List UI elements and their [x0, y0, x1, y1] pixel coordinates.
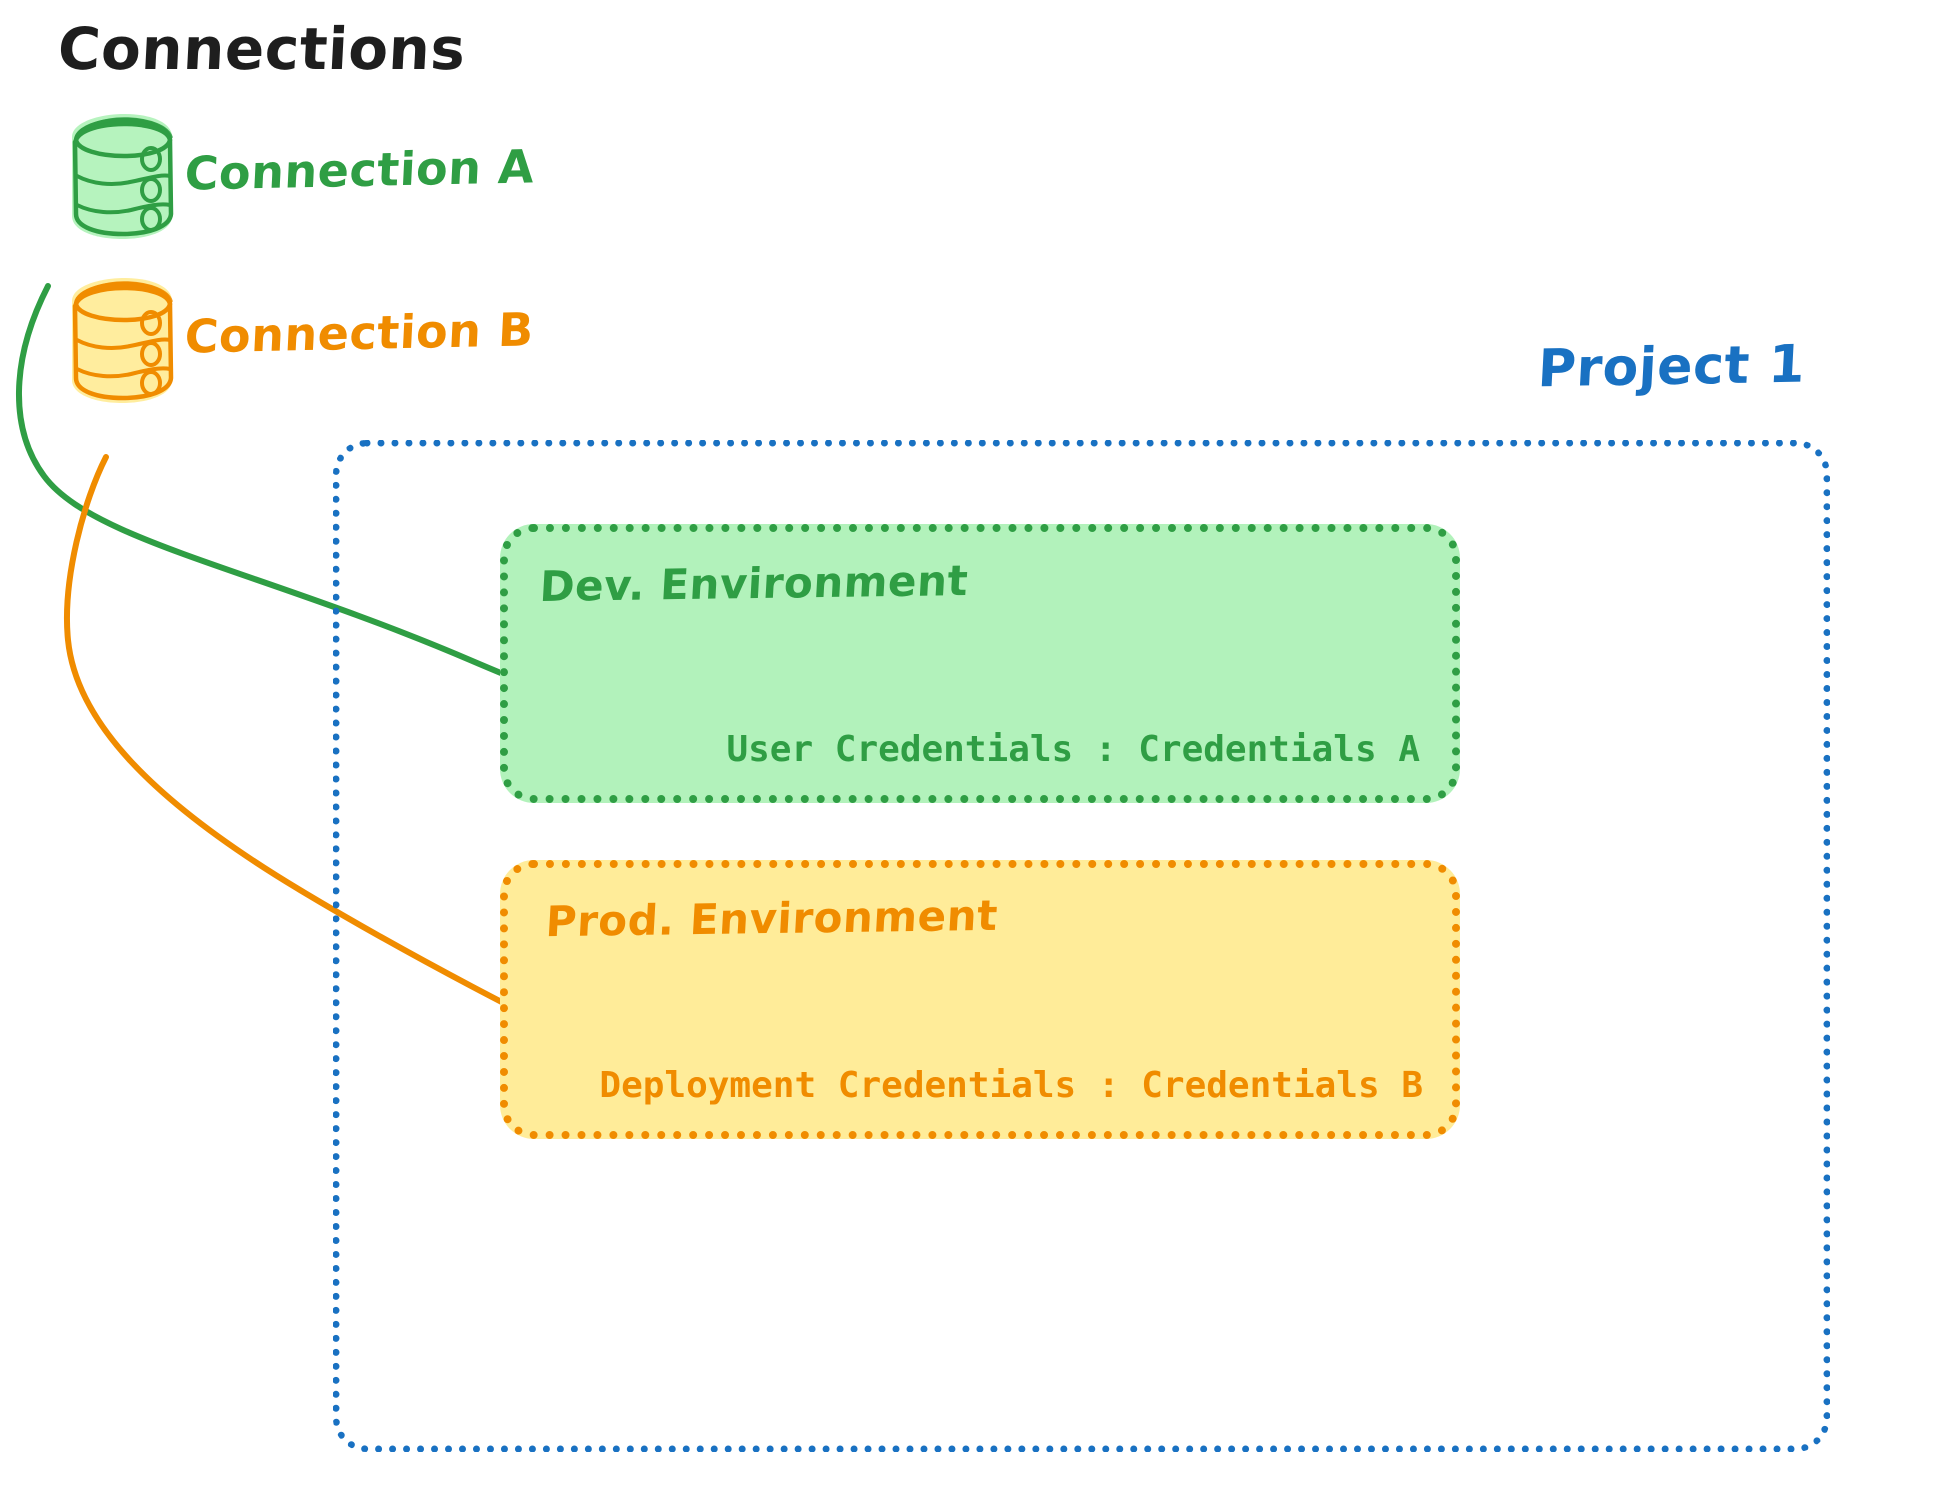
environment-credentials-prod: Deployment Credentials : Credentials B — [599, 1065, 1423, 1106]
database-cylinder-icon-connection-a[interactable] — [72, 114, 174, 239]
environment-box-prod[interactable] — [500, 860, 1460, 1139]
connection-a-label[interactable]: Connection A — [183, 139, 536, 201]
environment-credentials-dev: User Credentials : Credentials A — [726, 729, 1420, 770]
project-container[interactable] — [333, 440, 1830, 1452]
environment-title-dev: Dev. Environment — [538, 556, 970, 611]
page-title: Connections — [56, 15, 468, 83]
database-cylinder-icon-connection-b[interactable] — [72, 278, 174, 403]
environment-box-dev[interactable] — [500, 524, 1460, 803]
connection-b-label[interactable]: Connection B — [183, 302, 536, 364]
project-label: Project 1 — [1536, 334, 1807, 400]
environment-title-prod: Prod. Environment — [544, 890, 1000, 947]
